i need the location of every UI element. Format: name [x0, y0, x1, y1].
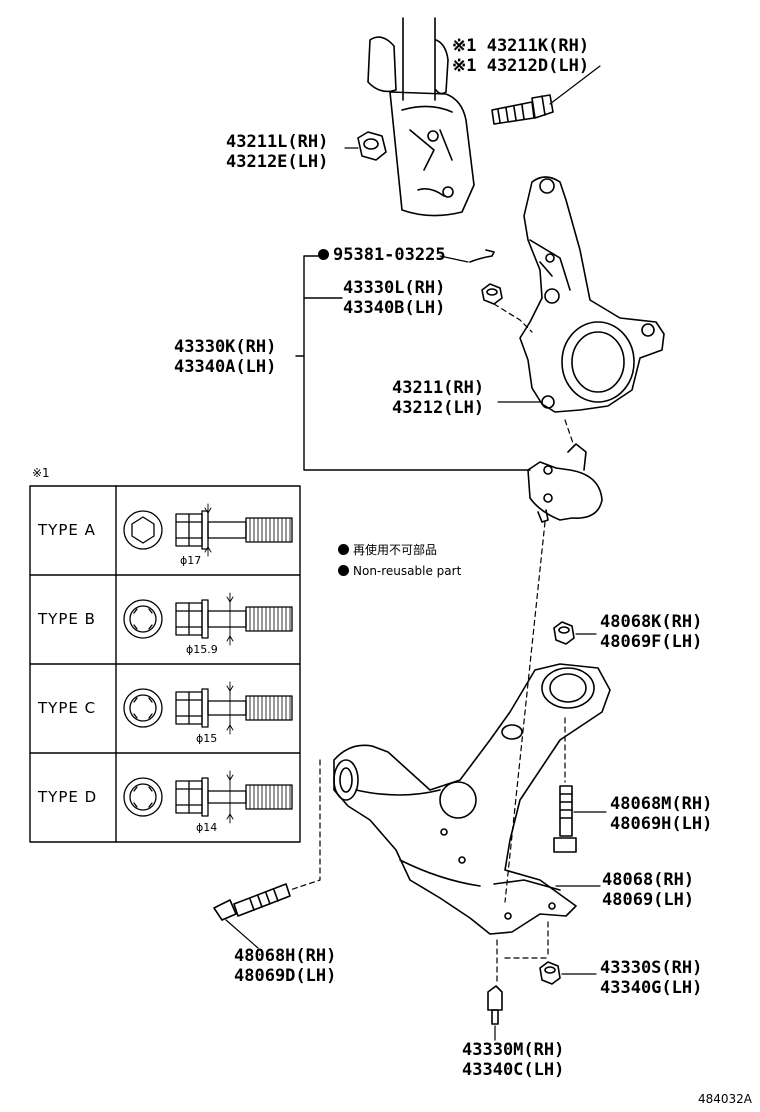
label-arm-front-bolt: 48068H(RH) 48069D(LH) — [234, 946, 337, 986]
bolt-flange-type-d-icon — [201, 777, 209, 817]
bolt-head-facets-type-b-icon — [175, 602, 203, 636]
hex-socket-type-c-icon — [129, 694, 157, 722]
thread-lines-type-c-icon — [249, 695, 291, 721]
dimension-arrows-type-b-icon — [226, 596, 234, 642]
type-a-diameter: ϕ17 — [180, 554, 202, 567]
type-c-diameter: ϕ15 — [196, 732, 218, 745]
socket-notches-type-b-icon — [133, 608, 153, 630]
bolt-thread-type-d-icon — [245, 784, 293, 810]
label-steering-knuckle: 43211(RH) 43212(LH) — [392, 378, 485, 418]
dimension-arrows-type-a-icon — [204, 507, 212, 553]
bolt-head-facets-type-d-icon — [175, 780, 203, 814]
bolt-head-front-type-d-icon — [123, 777, 163, 817]
label-arm-nut: 48068K(RH) 48069F(LH) — [600, 612, 703, 652]
non-reusable-dot-icon — [318, 248, 329, 260]
strut-nut-illustration — [344, 131, 387, 161]
bolt-head-front-type-c-icon — [123, 688, 163, 728]
legend-non-reusable-en: Non-reusable part — [338, 562, 461, 580]
non-reusable-dot-icon — [338, 565, 349, 576]
hex-type-a-icon — [131, 516, 155, 544]
ball-joint-illustration — [527, 443, 603, 523]
label-lower-arm: 48068(RH) 48069(LH) — [602, 870, 695, 910]
bolt-head-facets-type-a-icon — [175, 513, 203, 547]
knuckle-nut-illustration — [481, 283, 503, 305]
ball-joint-bolt-illustration — [487, 985, 503, 1025]
bolt-shank-type-c-icon — [207, 700, 247, 716]
arm-nut-illustration — [553, 621, 575, 645]
thread-lines-type-b-icon — [249, 606, 291, 632]
bolt-flange-type-a-icon — [201, 510, 209, 550]
thread-lines-type-a-icon — [249, 517, 291, 543]
type-b-label: TYPE B — [38, 610, 96, 628]
socket-notches-type-c-icon — [133, 697, 153, 719]
bolt-thread-type-a-icon — [245, 517, 293, 543]
hex-socket-type-d-icon — [129, 783, 157, 811]
bolt-shank-type-a-icon — [207, 521, 247, 539]
bolt-head-front-type-a-icon — [123, 510, 163, 550]
bolt-shank-type-d-icon — [207, 790, 247, 804]
thread-lines-type-d-icon — [249, 784, 291, 810]
bolt-head-facets-type-c-icon — [175, 691, 203, 725]
arm-front-bolt-illustration — [213, 883, 291, 921]
bolt-flange-type-b-icon — [201, 599, 209, 639]
legend-non-reusable-jp: 再使用不可部品 — [338, 541, 437, 559]
lower-arm-illustration — [333, 663, 611, 935]
strut-bolt-illustration — [491, 94, 554, 125]
bolt-thread-type-c-icon — [245, 695, 293, 721]
label-strut-nut: 43211L(RH) 43212E(LH) — [226, 132, 329, 172]
strut-illustration — [367, 17, 475, 217]
bolt-flange-type-c-icon — [201, 688, 209, 728]
type-a-label: TYPE A — [38, 521, 96, 539]
arm-rear-bolt-illustration — [553, 785, 577, 853]
cotter-pin-illustration — [469, 249, 495, 263]
type-c-label: TYPE C — [38, 699, 97, 717]
label-ball-joint-assy: 43330K(RH) 43340A(LH) — [174, 337, 277, 377]
table-mark: ※1 — [32, 466, 50, 480]
figure-id: 484032A — [697, 1092, 752, 1106]
hex-socket-type-b-icon — [129, 605, 157, 633]
steering-knuckle-illustration — [519, 176, 665, 413]
label-ball-joint-bolt: 43330M(RH) 43340C(LH) — [462, 1040, 565, 1080]
label-cotter-pin: 95381-03225 — [318, 245, 446, 265]
type-b-diameter: ϕ15.9 — [186, 643, 218, 656]
label-knuckle-nut: 43330L(RH) 43340B(LH) — [343, 278, 446, 318]
ball-joint-nut-illustration — [539, 961, 561, 985]
bolt-type-table — [29, 485, 301, 843]
label-ball-joint-nut: 43330S(RH) 43340G(LH) — [600, 958, 703, 998]
label-strut-bolt: ※1 43211K(RH) ※1 43212D(LH) — [452, 36, 590, 76]
non-reusable-dot-icon — [338, 544, 349, 555]
type-d-diameter: ϕ14 — [196, 821, 218, 834]
socket-notches-type-d-icon — [133, 786, 153, 808]
bolt-shank-type-b-icon — [207, 610, 247, 628]
type-d-label: TYPE D — [38, 788, 98, 806]
label-arm-rear-bolt: 48068M(RH) 48069H(LH) — [610, 794, 713, 834]
bolt-head-front-type-b-icon — [123, 599, 163, 639]
dimension-arrows-type-c-icon — [226, 685, 234, 731]
dimension-arrows-type-d-icon — [226, 774, 234, 820]
bolt-thread-type-b-icon — [245, 606, 293, 632]
